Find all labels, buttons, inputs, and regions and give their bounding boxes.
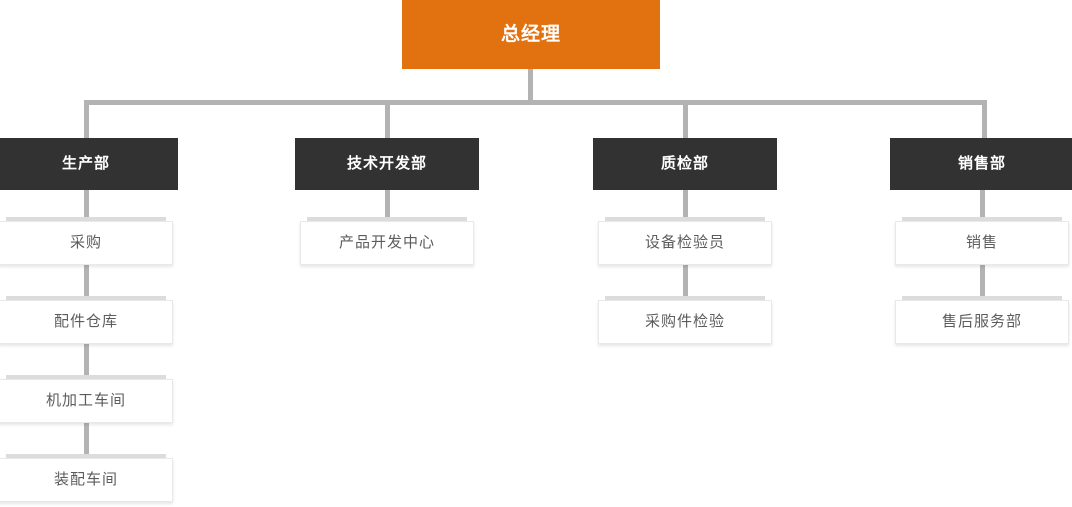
org-column-production: 生产部 采购 配件仓库 机加工车间 装配车间 <box>0 138 178 502</box>
org-node-assembly-workshop: 装配车间 <box>0 454 173 502</box>
connector-stub <box>682 190 688 221</box>
dept-box-quality-inspection: 质检部 <box>593 138 777 190</box>
connector-stub <box>83 344 89 379</box>
connector-col-stub-production <box>84 100 89 138</box>
dept-box-production: 生产部 <box>0 138 178 190</box>
org-node-sales: 销售 <box>895 217 1069 265</box>
connector-stub <box>83 190 89 221</box>
connector-root-stub <box>528 69 533 100</box>
connector-stub <box>979 265 985 300</box>
org-node-parts-warehouse: 配件仓库 <box>0 296 173 344</box>
org-node-product-development-center: 产品开发中心 <box>300 217 474 265</box>
org-column-tech-development: 技术开发部 产品开发中心 <box>295 138 479 265</box>
org-node-purchased-parts-inspection: 采购件检验 <box>598 296 772 344</box>
org-node-purchasing: 采购 <box>0 217 173 265</box>
org-column-quality-inspection: 质检部 设备检验员 采购件检验 <box>593 138 777 344</box>
dept-box-tech-development: 技术开发部 <box>295 138 479 190</box>
dept-box-sales: 销售部 <box>890 138 1072 190</box>
org-node-equipment-inspector: 设备检验员 <box>598 217 772 265</box>
connector-stub <box>83 265 89 300</box>
connector-col-stub-quality-inspection <box>683 100 688 138</box>
connector-stub <box>979 190 985 221</box>
connector-stub <box>384 190 390 221</box>
connector-col-stub-sales <box>982 100 987 138</box>
org-column-sales: 销售部 销售 售后服务部 <box>890 138 1072 344</box>
org-node-general-manager: 总经理 <box>402 0 660 69</box>
org-node-machining-workshop: 机加工车间 <box>0 375 173 423</box>
connector-stub <box>83 423 89 458</box>
connector-horizontal-line <box>84 100 987 105</box>
org-node-after-sales-service: 售后服务部 <box>895 296 1069 344</box>
connector-col-stub-tech-development <box>385 100 390 138</box>
connector-stub <box>682 265 688 300</box>
